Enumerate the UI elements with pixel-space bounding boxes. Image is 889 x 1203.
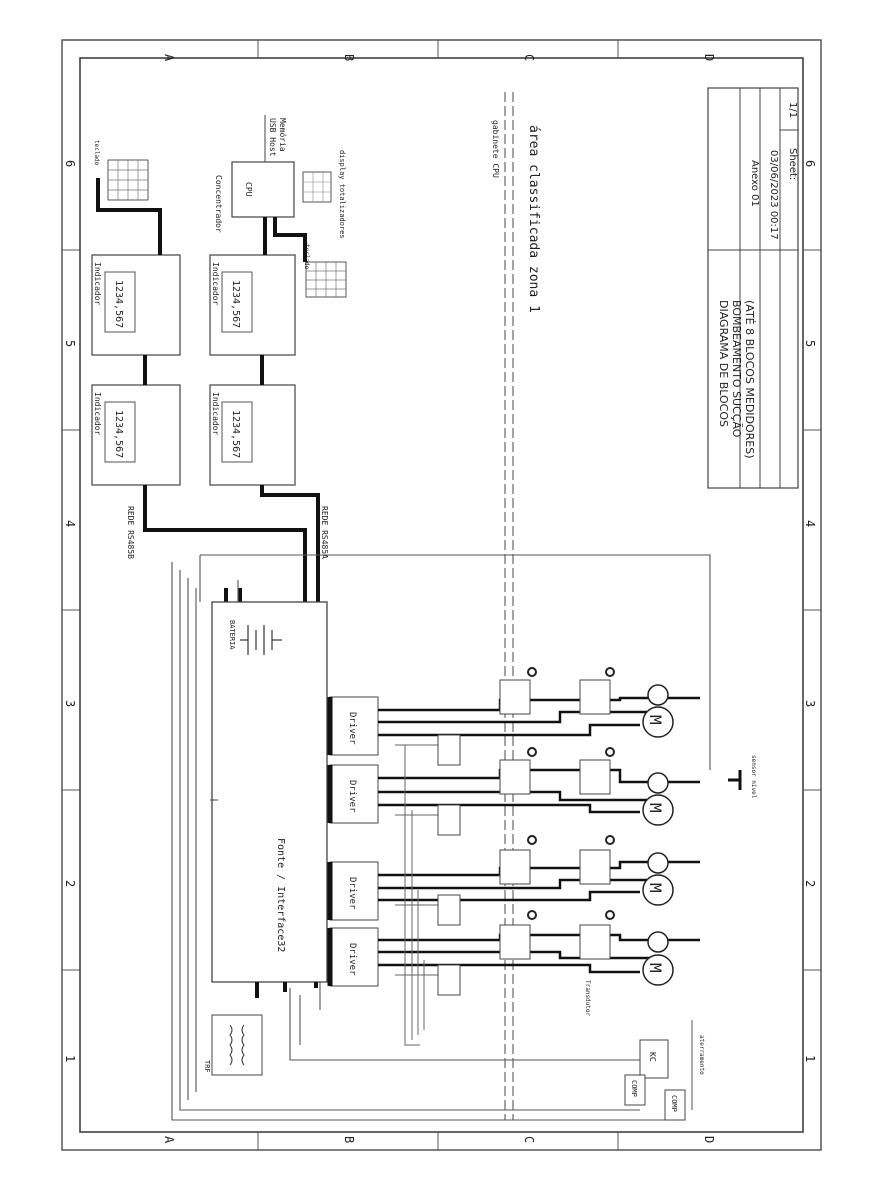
rs485a-label: REDE RS485A bbox=[320, 506, 329, 559]
signal-lines bbox=[395, 744, 440, 1046]
level-sensor bbox=[728, 770, 742, 790]
display-totalizers-label: display totalizadores bbox=[338, 150, 346, 239]
indicator-b2-display: 1234,567 bbox=[230, 410, 241, 458]
comp-box-2 bbox=[664, 1089, 686, 1121]
power-interface-label: Fonte / Interface32 bbox=[275, 838, 286, 952]
indicator-b1-label: Indicador bbox=[211, 262, 220, 306]
cpu-label: CPU bbox=[244, 182, 253, 197]
sheet-label: Sheet: bbox=[787, 148, 798, 180]
concentrator-label: Concentrador bbox=[214, 175, 223, 233]
title-line-3: (ATÉ 8 BLOCOS MEDIDORES) bbox=[743, 300, 756, 459]
zone-row-a-bottom: A bbox=[162, 1136, 176, 1144]
zone-row-d-top: D bbox=[702, 54, 716, 61]
motor-3 bbox=[642, 852, 674, 906]
driver-2-label: Driver bbox=[347, 780, 357, 813]
driver-1-label: Driver bbox=[347, 712, 357, 745]
zone-col-5-left: 5 bbox=[63, 340, 77, 347]
indicator-a2 bbox=[91, 384, 181, 486]
zone-row-a-top: A bbox=[162, 54, 176, 62]
zone-col-4-left: 4 bbox=[63, 520, 77, 527]
zone-classification-label: área classificada zona 1 bbox=[526, 125, 541, 313]
zone-col-6-right: 6 bbox=[803, 160, 817, 167]
zone-col-2-left: 2 bbox=[63, 880, 77, 887]
zone-col-4-right: 4 bbox=[803, 520, 817, 527]
indicator-b1-display: 1234,567 bbox=[230, 280, 241, 328]
cpu-cabinet-label: gabinete CPU bbox=[491, 120, 500, 178]
transformer bbox=[211, 1014, 263, 1076]
indicator-b2-label: Indicador bbox=[211, 392, 220, 436]
indicator-a2-label: Indicador bbox=[93, 392, 102, 436]
title-block bbox=[707, 87, 799, 489]
inner-frame bbox=[79, 57, 804, 1133]
indicator-a1-label: Indicador bbox=[93, 262, 102, 306]
indicator-a1-display: 1234,567 bbox=[113, 280, 124, 328]
zone-row-b-bottom: B bbox=[342, 1136, 356, 1143]
motor-1 bbox=[642, 684, 674, 738]
sensor-heads bbox=[527, 667, 615, 920]
zone-col-2-right: 2 bbox=[803, 880, 817, 887]
title-line-2: BOMBEAMENTO SUCÇÃO bbox=[730, 300, 743, 438]
zone-row-d-bottom: D bbox=[702, 1136, 716, 1143]
motor-2 bbox=[642, 772, 674, 826]
motor-4-symbol: M bbox=[646, 963, 665, 973]
usb-host-label: USB Host bbox=[268, 118, 277, 157]
zone-row-c-bottom: C bbox=[522, 1136, 536, 1143]
kc-box bbox=[639, 1039, 669, 1079]
bus-lines-left bbox=[171, 554, 711, 1121]
date-label: 03/06/2023 00:17 bbox=[768, 150, 779, 240]
keypad-a-label: teclado bbox=[93, 140, 100, 166]
driver-1 bbox=[327, 696, 379, 756]
comp-1-label: COMP bbox=[630, 1080, 638, 1097]
display-totalizers bbox=[302, 171, 332, 203]
memory-label: Memória bbox=[278, 118, 288, 152]
title-line-1: DIAGRAMA DE BLOCOS bbox=[717, 300, 730, 427]
zone-row-c-top: C bbox=[522, 54, 536, 61]
motor-1-symbol: M bbox=[646, 715, 665, 725]
concentrator-box bbox=[231, 161, 295, 218]
network-cables bbox=[96, 178, 320, 602]
motor-3-symbol: M bbox=[646, 883, 665, 893]
motor-4 bbox=[642, 931, 674, 986]
outer-frame bbox=[61, 39, 822, 1151]
rs485b-label: REDE RS485B bbox=[126, 506, 135, 559]
power-interface-box bbox=[211, 601, 328, 983]
indicator-a2-display: 1234,567 bbox=[113, 410, 124, 458]
indicator-b1 bbox=[209, 254, 296, 356]
motor-2-symbol: M bbox=[646, 803, 665, 813]
driver-output-cables bbox=[378, 696, 700, 974]
comp-box-1 bbox=[624, 1074, 646, 1106]
zone-ticks bbox=[62, 40, 821, 1150]
annex-label: Anexo 01 bbox=[749, 160, 760, 207]
driver-4-label: Driver bbox=[347, 943, 357, 976]
battery-label: BATERIA bbox=[228, 620, 236, 650]
zone-col-3-left: 3 bbox=[63, 700, 77, 707]
zone-col-1-left: 1 bbox=[63, 1055, 77, 1062]
kc-label: KC bbox=[648, 1052, 657, 1062]
grounding-label: aterramento bbox=[698, 1035, 705, 1075]
keypad-b bbox=[305, 261, 347, 298]
transducer-label: Transdutor bbox=[584, 980, 591, 1017]
relay-modules bbox=[437, 679, 611, 996]
indicator-a1 bbox=[91, 254, 181, 356]
transformer-label: TRF bbox=[203, 1060, 211, 1073]
indicator-b2 bbox=[209, 384, 296, 486]
driver-3-label: Driver bbox=[347, 877, 357, 910]
driver-3 bbox=[327, 861, 379, 921]
battery-symbol bbox=[240, 625, 282, 655]
driver-2 bbox=[327, 764, 379, 824]
power-connectors bbox=[255, 982, 318, 998]
comp-2-label: COMP bbox=[670, 1095, 678, 1112]
zone-col-6-left: 6 bbox=[63, 160, 77, 167]
driver-4 bbox=[327, 927, 379, 987]
keypad-a bbox=[107, 159, 149, 201]
zone-col-5-right: 5 bbox=[803, 340, 817, 347]
zone-col-3-right: 3 bbox=[803, 700, 817, 707]
sheet-value: 1/1 bbox=[787, 102, 798, 118]
level-sensor-label: sensor nível bbox=[750, 755, 757, 799]
zone-row-b-top: B bbox=[342, 54, 356, 61]
zone-col-1-right: 1 bbox=[803, 1055, 817, 1062]
